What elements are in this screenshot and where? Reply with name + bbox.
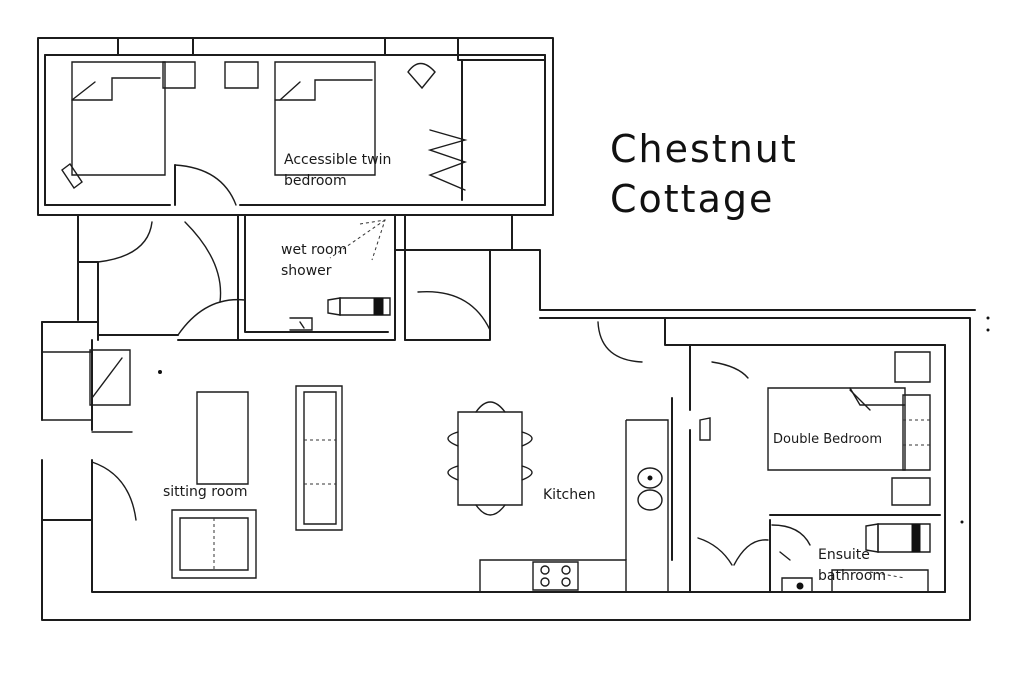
wet-room-fixtures (289, 219, 391, 331)
lobby-door-swing (417, 290, 491, 331)
label-double-bedroom: Double Bedroom (773, 432, 882, 447)
double-bedroom-walls (671, 344, 941, 593)
label-wet-room-2: shower (281, 263, 332, 279)
label-wet-room-1: wet room (281, 242, 348, 258)
side-table (89, 349, 131, 406)
twin-bedroom-shelf (61, 162, 83, 190)
dot-marker (960, 520, 964, 524)
twin-bedroom-door-swing (174, 164, 237, 206)
dot-marker (986, 328, 990, 332)
dot-marker (986, 316, 990, 320)
sofa (295, 385, 343, 531)
coffee-table (196, 391, 249, 485)
dot-marker (158, 370, 162, 374)
title-line-2: Cottage (610, 177, 775, 221)
dining-table (447, 401, 533, 516)
twin-bed-left (71, 61, 166, 176)
label-ensuite-2: bathroom (818, 568, 887, 584)
kitchen-door-swing (597, 321, 643, 363)
window-sideboard (41, 351, 93, 421)
kitchen-worktop (479, 419, 669, 593)
title-line-1: Chestnut (610, 127, 798, 171)
wardrobe-bifold-doors (427, 129, 468, 191)
hob (532, 561, 579, 591)
bedroom-wardrobe-doors (697, 537, 769, 566)
ensuite-fixtures (771, 523, 931, 593)
label-ensuite-1: Ensuite (818, 547, 870, 563)
bedroom-lamp (699, 417, 711, 441)
twin-bedroom-chair (407, 62, 436, 90)
twin-bed-right (274, 61, 376, 176)
label-sitting-room: sitting room (163, 484, 248, 500)
bedside-table-left (162, 61, 196, 89)
bedside-table-top (894, 351, 931, 383)
label-kitchen: Kitchen (543, 487, 596, 503)
armchair (171, 509, 257, 579)
label-twin-bedroom-1: Accessible twin (284, 152, 392, 168)
kitchen-sink (637, 467, 663, 511)
bedside-table-bottom (891, 477, 931, 506)
label-twin-bedroom-2: bedroom (284, 173, 347, 189)
headboard-panel (902, 394, 931, 471)
double-bed (767, 387, 906, 471)
bedside-table-right (224, 61, 259, 89)
hallway-walls (77, 214, 406, 341)
lobby-walls (404, 214, 513, 251)
